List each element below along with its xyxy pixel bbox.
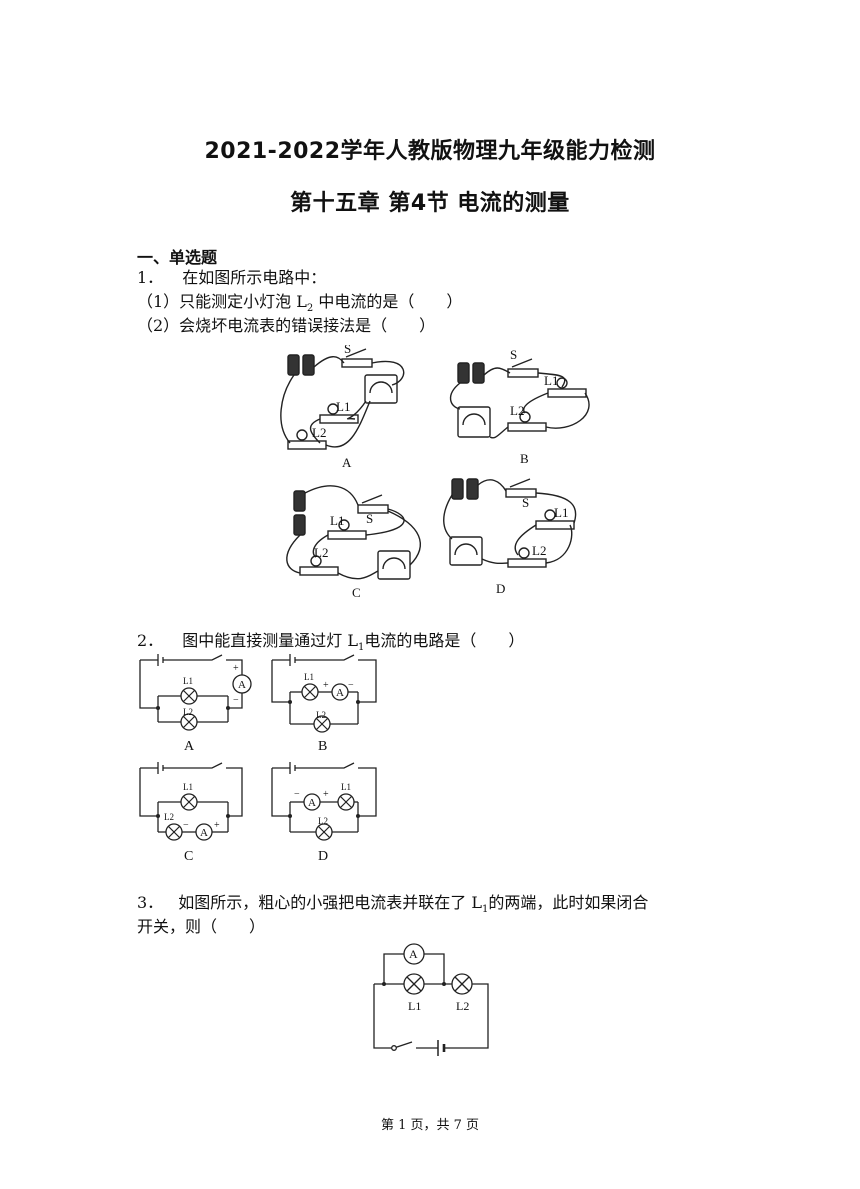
q1-d-l1-label: L1 [554,505,568,520]
q1-circuit-figure: S L1 L2 S L1 L2 S L1 L2 S L1 L2 A B C D [280,345,590,600]
document-subtitle: 第十五章 第4节 电流的测量 [290,191,570,216]
q2-c-l2: L2 [164,812,174,822]
q1-a-l2-label: L2 [312,425,326,440]
q2-c-l1: L1 [183,782,193,792]
q2-number: 2． [137,631,164,650]
q1-b-l1-label: L1 [544,373,558,388]
q2-circuit-c [139,762,243,841]
q3-lamp-l2 [451,973,473,995]
q2-stem-text: 图中能直接测量通过灯 L [182,631,358,650]
q1-d-switch-label: S [522,495,529,510]
q1-part1-post: 中电流的是（ ） [313,292,463,311]
q1-part1: （1）只能测定小灯泡 L2 中电流的是（ ） [137,290,462,321]
page-footer: 第 1 页，共 7 页 [380,1118,480,1133]
q1-a-switch-label: S [344,345,351,356]
q2-d-plus: + [323,789,329,800]
q3-stem-text: 如图所示，粗心的小强把电流表并联在了 L [178,893,482,912]
q2-a-minus: − [233,695,239,706]
q2-b-minus: − [348,680,354,691]
q2-circuit-a [139,654,252,723]
q2-a-meter-label: A [238,679,246,691]
q3-l2-label: L2 [456,999,469,1013]
q2-b-meter-label: A [336,687,344,699]
q2-circuit-b [271,654,377,725]
q1-number: 1． [137,268,164,287]
q1-c-switch-label: S [366,511,373,526]
q2-b-l1: L1 [304,672,314,682]
q2-d-meter-label: A [308,797,316,809]
q2-b-plus: + [323,680,329,691]
q2-stem-post: 电流的电路是（ ） [364,631,525,650]
q2-fig-label-c: C [184,849,193,864]
q2-b-l2: L2 [316,710,326,720]
q1-a-l1-label: L1 [336,399,350,414]
q2-fig-label-d: D [318,849,328,864]
q1-fig-label-b: B [520,451,529,466]
q1-fig-label-d: D [496,581,505,596]
q2-stem: 2． 图中能直接测量通过灯 L1电流的电路是（ ） [137,629,524,660]
q1-stem: 1． 在如图所示电路中： [137,266,326,290]
q1-c-l1-label: L1 [330,513,344,528]
q1-circuit-c [286,485,421,580]
q3-number: 3． [137,893,164,912]
q1-circuit-d [443,478,577,568]
q2-stem-sub: 1 [358,642,365,654]
q1-stem-text: 在如图所示电路中： [182,268,327,287]
q3-stem: 3． 如图所示，粗心的小强把电流表并联在了 L1的两端，此时如果闭合 [137,891,648,922]
q1-part1-sub: 2 [306,303,314,315]
q1-circuit-b [449,358,590,439]
q3-stem-line2: 开关，则（ ） [137,917,266,936]
q2-fig-label-b: B [318,739,327,754]
q2-d-l1: L1 [341,782,351,792]
q2-c-minus: − [183,820,189,831]
q3-l1-label: L1 [408,999,421,1013]
q2-a-plus: + [233,663,239,674]
q2-a-l1: L1 [183,676,193,686]
q3-stem-post: 的两端，此时如果闭合 [488,893,649,912]
q3-meter-label: A [409,947,418,961]
q2-d-minus: − [294,789,300,800]
q1-b-l2-label: L2 [510,403,524,418]
q1-b-switch-label: S [510,347,517,362]
q1-fig-label-c: C [352,585,361,600]
document-title: 2021-2022学年人教版物理九年级能力检测 [204,139,656,164]
q3-stem-sub: 1 [482,904,489,916]
q2-c-plus: + [214,820,220,831]
q2-fig-label-a: A [184,739,195,754]
q1-part1-text: （1）只能测定小灯泡 L [137,292,307,311]
q3-lamp-l1 [403,973,425,995]
q2-d-l2: L2 [318,816,328,826]
q2-circuit-figure: A + − L1 L2 A + − L1 L2 A − + L1 L2 A − … [139,654,377,864]
q1-c-l2-label: L2 [314,545,328,560]
q1-circuit-a [280,348,405,450]
q1-fig-label-a: A [342,455,352,470]
q3-circuit-figure: A L1 L2 [373,943,489,1056]
q1-d-l2-label: L2 [532,543,546,558]
section-heading: 一、单选题 [137,248,218,267]
q2-a-l2: L2 [183,707,193,717]
q2-c-meter-label: A [200,827,208,839]
q1-part2: （2）会烧坏电流表的错误接法是（ ） [137,316,436,335]
